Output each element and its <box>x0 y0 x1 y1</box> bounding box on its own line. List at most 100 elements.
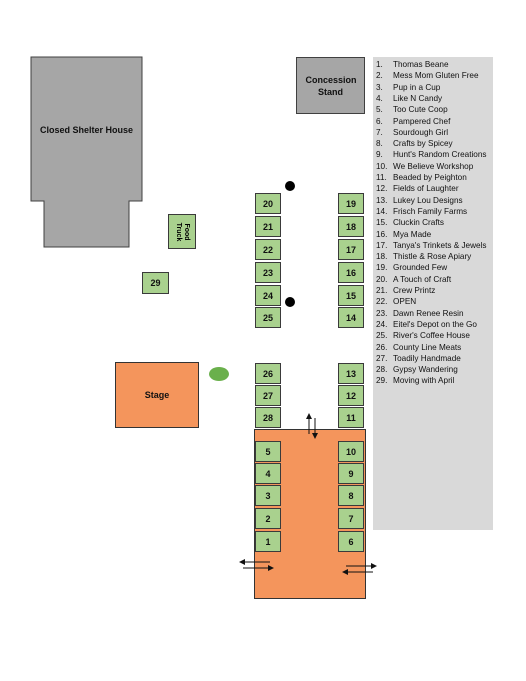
legend-item-name: Pup in a Cup <box>393 82 441 92</box>
booth-23: 23 <box>255 262 281 283</box>
lower-event-area-aisle <box>283 441 337 554</box>
legend-item-number: 13. <box>376 195 388 205</box>
closed-shelter-house-label: Closed Shelter House <box>39 125 134 135</box>
booth-5: 5 <box>255 441 281 462</box>
booth-19: 19 <box>338 193 364 214</box>
legend-item: 18. Thistle & Rose Apiary <box>376 251 471 262</box>
legend-item: 26.County Line Meats <box>376 342 461 353</box>
legend-item: 2.Mess Mom Gluten Free <box>376 70 479 81</box>
legend-item: 28. Gypsy Wandering <box>376 364 458 375</box>
legend-item: 27.Toadily Handmade <box>376 353 461 364</box>
legend-item: 13.Lukey Lou Designs <box>376 195 463 206</box>
booth-6: 6 <box>338 531 364 552</box>
legend-item-number: 1. <box>376 60 383 69</box>
legend-item-number: 29. <box>376 376 388 386</box>
legend-item: 9. Hunt's Random Creations <box>376 149 487 160</box>
legend-item-number: 14. <box>376 206 388 216</box>
legend-item-number: 7. <box>376 127 383 137</box>
stage-label: Stage <box>144 390 170 400</box>
booth-7: 7 <box>338 508 364 529</box>
post-marker-bottom <box>285 297 295 307</box>
legend-item-number: 18. <box>376 252 388 262</box>
booth-3: 3 <box>255 485 281 506</box>
legend-item-name: Crew Printz <box>393 286 436 295</box>
legend-item: 14. Frisch Family Farms <box>376 206 467 217</box>
booth-2: 2 <box>255 508 281 529</box>
legend-item-name: Hunt's Random Creations <box>393 150 487 160</box>
booth-22: 22 <box>255 239 281 260</box>
legend-item-name: Frisch Family Farms <box>393 206 468 216</box>
legend-item: 7. Sourdough Girl <box>376 127 448 138</box>
legend-item-name: Beaded by Peighton <box>393 173 467 182</box>
legend-item: 16. Mya Made <box>376 229 431 240</box>
legend-item-name: A Touch of Craft <box>393 274 452 284</box>
booth-11: 11 <box>338 407 364 428</box>
legend-item: 12.Fields of Laughter <box>376 183 459 194</box>
legend-item: 15. Cluckin Crafts <box>376 217 444 228</box>
legend-item-name: Gypsy Wandering <box>393 365 458 375</box>
top-entrance-arrows-icon <box>306 413 318 439</box>
legend-item-name: Too Cute Coop <box>393 105 448 115</box>
legend-item-number: 28. <box>376 365 388 375</box>
legend-item-number: 5. <box>376 105 383 115</box>
legend-item-name: Mya Made <box>393 229 432 239</box>
legend-item: 24. Eitel's Depot on the Go <box>376 319 477 330</box>
legend-item-number: 27. <box>376 353 388 363</box>
legend-item-name: We Believe Workshop <box>393 161 474 171</box>
legend-item-number: 4. <box>376 93 383 103</box>
food-truck: Food Truck <box>168 214 196 249</box>
legend-item: 1. Thomas Beane <box>376 59 449 70</box>
legend-item-name: Cluckin Crafts <box>393 218 444 228</box>
legend-item-number: 20. <box>376 274 388 284</box>
legend-item: 6. Pampered Chef <box>376 116 450 127</box>
legend-item-number: 21. <box>376 286 388 295</box>
booth-29: 29 <box>142 272 169 294</box>
legend-item-name: Sourdough Girl <box>393 127 449 137</box>
legend-item-number: 6. <box>376 116 383 126</box>
concession-stand: Concession Stand <box>296 57 365 114</box>
legend-item-number: 23. <box>376 308 388 318</box>
legend-item-name: Thistle & Rose Apiary <box>393 252 472 262</box>
legend-item-number: 25. <box>376 331 388 341</box>
legend-item-name: Moving with April <box>393 376 455 386</box>
legend-item-number: 11. <box>376 173 387 182</box>
legend-item-name: OPEN <box>393 297 417 307</box>
legend-item: 8. Crafts by Spicey <box>376 138 453 149</box>
legend-item-number: 22. <box>376 297 388 307</box>
booth-8: 8 <box>338 485 364 506</box>
legend-item-name: Dawn Renee Resin <box>393 308 464 318</box>
legend-item-name: Tanya's Trinkets & Jewels <box>393 240 487 250</box>
booth-16: 16 <box>338 262 364 283</box>
legend-item-name: Fields of Laughter <box>393 184 459 194</box>
booth-1: 1 <box>255 531 281 552</box>
legend-item-name: Eitel's Depot on the Go <box>393 319 477 329</box>
legend-item-name: Thomas Beane <box>393 60 449 69</box>
legend-item: 3.Pup in a Cup <box>376 82 440 93</box>
booth-10: 10 <box>338 441 364 462</box>
legend-item: 5. Too Cute Coop <box>376 104 448 115</box>
legend-item-number: 15. <box>376 218 388 228</box>
booth-18: 18 <box>338 216 364 237</box>
booth-21: 21 <box>255 216 281 237</box>
legend-item-number: 9. <box>376 150 383 160</box>
legend-item-name: Pampered Chef <box>393 116 451 126</box>
legend-item: 23. Dawn Renee Resin <box>376 308 464 319</box>
tree-marker <box>209 367 229 381</box>
stage: Stage <box>115 362 199 428</box>
legend-item: 11. Beaded by Peighton <box>376 172 467 183</box>
legend-item-name: Crafts by Spicey <box>393 139 453 149</box>
legend-item-number: 17. <box>376 240 388 250</box>
concession-stand-label: Concession Stand <box>305 74 357 97</box>
legend-item: 17. Tanya's Trinkets & Jewels <box>376 240 486 251</box>
booth-17: 17 <box>338 239 364 260</box>
legend-item-number: 16. <box>376 229 388 239</box>
booth-12: 12 <box>338 385 364 406</box>
booth-4: 4 <box>255 463 281 484</box>
legend-item-number: 24. <box>376 319 388 329</box>
booth-20: 20 <box>255 193 281 214</box>
legend-item-number: 8. <box>376 139 383 149</box>
legend-item-name: Mess Mom Gluten Free <box>393 71 479 81</box>
booth-14: 14 <box>338 307 364 328</box>
